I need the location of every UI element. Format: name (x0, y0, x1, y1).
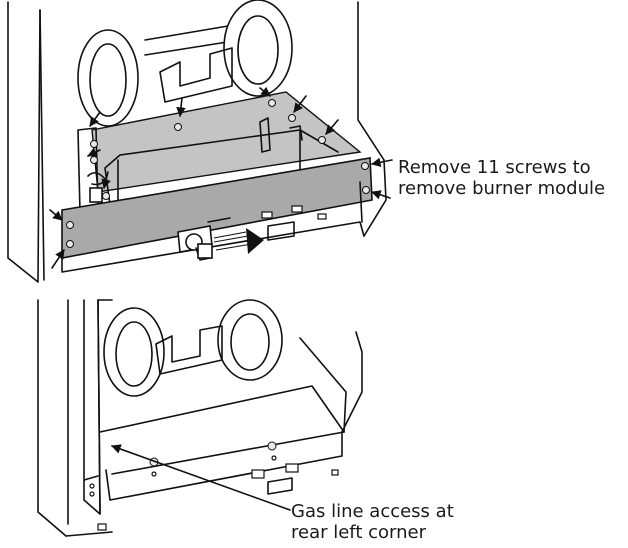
right-hinge-ring-bottom (217, 299, 283, 381)
screws (66, 99, 370, 248)
remove-screws-callout: Remove 11 screws to remove burner module (398, 157, 605, 199)
top-illustration (7, 0, 393, 283)
pull-direction-arrow (213, 228, 264, 254)
gas-line-leader (111, 444, 291, 511)
gas-line-callout: Gas line access at rear left corner (291, 501, 454, 543)
callout-line: rear left corner (291, 522, 426, 543)
callout-line: Gas line access at (291, 501, 454, 522)
left-hinge-ring (77, 29, 139, 127)
screw-arrows (49, 86, 393, 269)
callout-line: remove burner module (398, 178, 606, 199)
gas-valve (177, 225, 213, 261)
bottom-illustration (37, 299, 363, 537)
callout-line: Remove 11 screws to (398, 157, 591, 178)
burner-front-panel (61, 157, 373, 259)
right-hinge-ring (223, 0, 293, 97)
left-hinge-ring-bottom (103, 307, 165, 397)
